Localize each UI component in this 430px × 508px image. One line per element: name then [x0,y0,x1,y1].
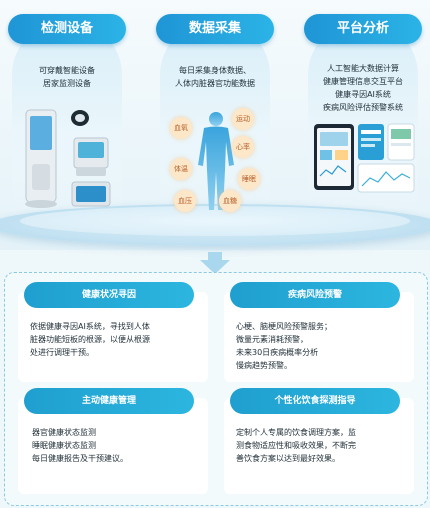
analysis-line: 人工智能大数据计算 [327,64,399,73]
column-title-data: 数据采集 [156,14,274,44]
card-disease-warning: 疾病风险预警 心梗、脑梗风险预警服务； 微量元素消耗预警， 未来30日疾病概率分… [224,282,414,382]
analysis-line: 疾病风险评估预警系统 [323,103,403,112]
report-screen-icon [357,123,415,193]
down-arrow-icon [200,252,230,274]
devices-line: 可穿戴智能设备 [39,66,95,75]
card-body: 依据健康寻因AI系统，寻找到人体 脏器功能短板的根源，以便从根源 处进行调理干预… [30,320,200,359]
card-diet-guidance: 个性化饮食探测指导 定制个人专属的饮食调理方案，监 测食物适应性和吸收效果，不断… [224,388,414,494]
card-line: 处进行调理干预。 [30,348,94,357]
scale-device-icon [73,137,109,176]
card-active-management: 主动健康管理 器官健康状态监测 睡眠健康状态监测 每日健康报告及干预建议。 [18,388,208,494]
card-line: 器官健康状态监测 [32,428,96,437]
platform-disc-inner [20,206,410,236]
data-line: 人体内脏器官功能数据 [175,79,255,88]
card-line: 善饮食方案以达到最好效果。 [236,454,340,463]
devices-illustration [25,109,111,208]
card-title: 疾病风险预警 [230,282,400,308]
analysis-line: 健康寻因AI系统 [335,90,391,99]
metric-bubble-sleep: 睡眠 [238,168,260,190]
devices-line: 居家监测设备 [43,79,91,88]
column-title-analysis: 平台分析 [304,14,422,44]
dashboard-screen-icon [314,124,354,190]
card-line: 依据健康寻因AI系统，寻找到人体 [30,322,150,331]
data-text: 每日采集身体数据、 人体内脏器官功能数据 [150,64,280,90]
data-line: 每日采集身体数据、 [179,66,251,75]
human-body-icon [198,112,234,210]
card-line: 每日健康报告及干预建议。 [32,454,128,463]
metric-bubble-bloodpressure: 血压 [174,190,196,212]
card-line: 心梗、脑梗风险预警服务； [236,322,332,331]
card-body: 定制个人专属的饮食调理方案，监 测食物适应性和吸收效果，不断完 善饮食方案以达到… [236,426,406,465]
card-line: 慢病趋势预警。 [236,361,292,370]
dashboard-screens-illustration [314,123,415,193]
card-line: 脏器功能短板的根源，以便从根源 [30,335,150,344]
ring-icon [71,110,89,126]
analysis-line: 健康管理信息交互平台 [323,77,403,86]
card-line: 未来30日疾病概率分析 [236,348,319,357]
analysis-text: 人工智能大数据计算 健康管理信息交互平台 健康寻因AI系统 疾病风险评估预警系统 [298,62,428,114]
card-line: 定制个人专属的饮食调理方案，监 [236,428,356,437]
metric-bubble-spo2: 血氧 [170,117,192,139]
card-title: 健康状况寻因 [24,282,194,308]
metric-bubble-exercise: 运动 [232,108,254,130]
card-line: 测食物适应性和吸收效果，不断完 [236,441,356,450]
card-body: 器官健康状态监测 睡眠健康状态监测 每日健康报告及干预建议。 [32,426,202,465]
metric-bubble-heartrate: 心率 [232,136,254,158]
card-health-cause: 健康状况寻因 依据健康寻因AI系统，寻找到人体 脏器功能短板的根源，以便从根源 … [18,282,208,382]
metric-bubble-bloodsugar: 血糖 [219,190,241,212]
card-title: 个性化饮食探测指导 [230,388,400,414]
metric-bubble-temperature: 体温 [170,158,192,180]
card-line: 微量元素消耗预警， [236,335,308,344]
column-title-devices: 检测设备 [8,14,126,44]
tablet-device-icon [71,181,111,207]
devices-text: 可穿戴智能设备 居家监测设备 [2,64,132,90]
card-title: 主动健康管理 [24,388,194,414]
card-line: 睡眠健康状态监测 [32,441,96,450]
card-body: 心梗、脑梗风险预警服务； 微量元素消耗预警， 未来30日疾病概率分析 慢病趋势预… [236,320,406,372]
kiosk-icon [25,109,57,208]
